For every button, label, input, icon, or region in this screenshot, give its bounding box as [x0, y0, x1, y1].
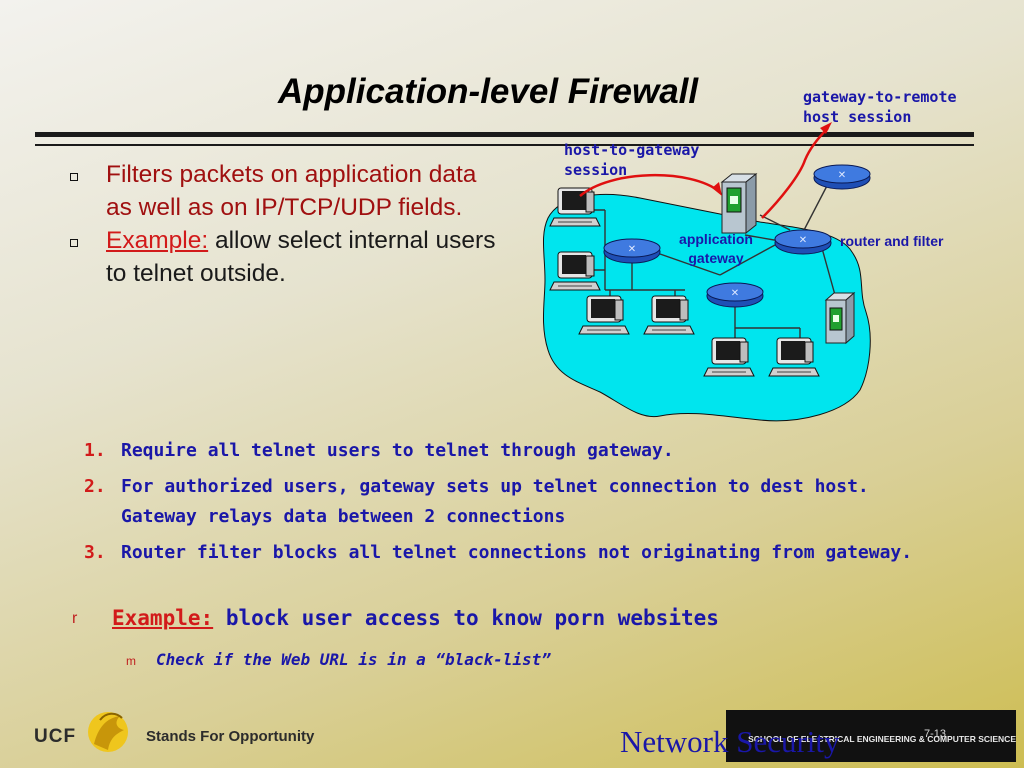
step-item: 1.Require all telnet users to telnet thr…	[84, 440, 674, 461]
example-keyword: Example:	[106, 227, 209, 254]
ucf-wordmark: UCF	[34, 726, 77, 747]
blacklist-check-text: Check if the Web URL is in a “black-list…	[156, 650, 551, 669]
svg-text:✕: ✕	[628, 244, 636, 255]
server-tower-icon	[824, 291, 856, 345]
slide-title: Application-level Firewall	[278, 72, 699, 111]
host-to-gateway-label: host-to-gateway session	[564, 141, 700, 179]
router-filter-icon: ✕	[774, 229, 832, 255]
external-router-icon: ✕	[813, 164, 871, 190]
dept-banner	[726, 710, 1016, 762]
host-to-gateway-arrow	[579, 173, 721, 197]
svg-text:✕: ✕	[731, 288, 739, 299]
host-computer-icon	[578, 295, 630, 335]
router-icon: ✕	[706, 282, 764, 308]
router-filter-label: router and filter	[840, 233, 944, 249]
sub-bullet-marker: r	[72, 610, 78, 627]
sub-sub-bullet-marker: m	[126, 654, 136, 668]
ucf-slogan: Stands For Opportunity	[146, 728, 315, 745]
router-icon: ✕	[603, 238, 661, 264]
bullet-item: Example: allow select internal users to …	[66, 224, 506, 290]
square-bullet-icon	[70, 239, 78, 247]
host-computer-icon	[703, 337, 755, 377]
gateway-to-remote-label: gateway-to-remote host session	[803, 88, 957, 126]
square-bullet-icon	[70, 173, 78, 181]
numbered-steps: 1.Require all telnet users to telnet thr…	[84, 436, 924, 574]
bullet-item: Filters packets on application data as w…	[66, 158, 506, 224]
example-porn-block: Example: block user access to know porn …	[112, 606, 719, 630]
dept-name: SCHOOL OF ELECTRICAL ENGINEERING & COMPU…	[748, 734, 1016, 744]
step-item: 2.For authorized users, gateway sets up …	[84, 476, 869, 527]
page-number: 7-13	[924, 728, 947, 740]
host-computer-icon	[768, 337, 820, 377]
step-item: 3.Router filter blocks all telnet connec…	[84, 542, 913, 563]
svg-text:✕: ✕	[838, 170, 846, 181]
title-rule-thick	[35, 132, 974, 137]
course-title: Network Security	[620, 724, 840, 759]
host-computer-icon	[643, 295, 695, 335]
host-computers	[549, 187, 820, 377]
gateway-to-remote-arrow	[761, 127, 829, 219]
host-computer-icon	[549, 251, 601, 291]
bullet-list: Filters packets on application data as w…	[66, 158, 506, 290]
title-rule-thin	[35, 144, 974, 146]
svg-text:✕: ✕	[799, 235, 807, 246]
gateway-server-icon	[720, 172, 758, 235]
application-gateway-label: application gateway	[679, 231, 753, 266]
